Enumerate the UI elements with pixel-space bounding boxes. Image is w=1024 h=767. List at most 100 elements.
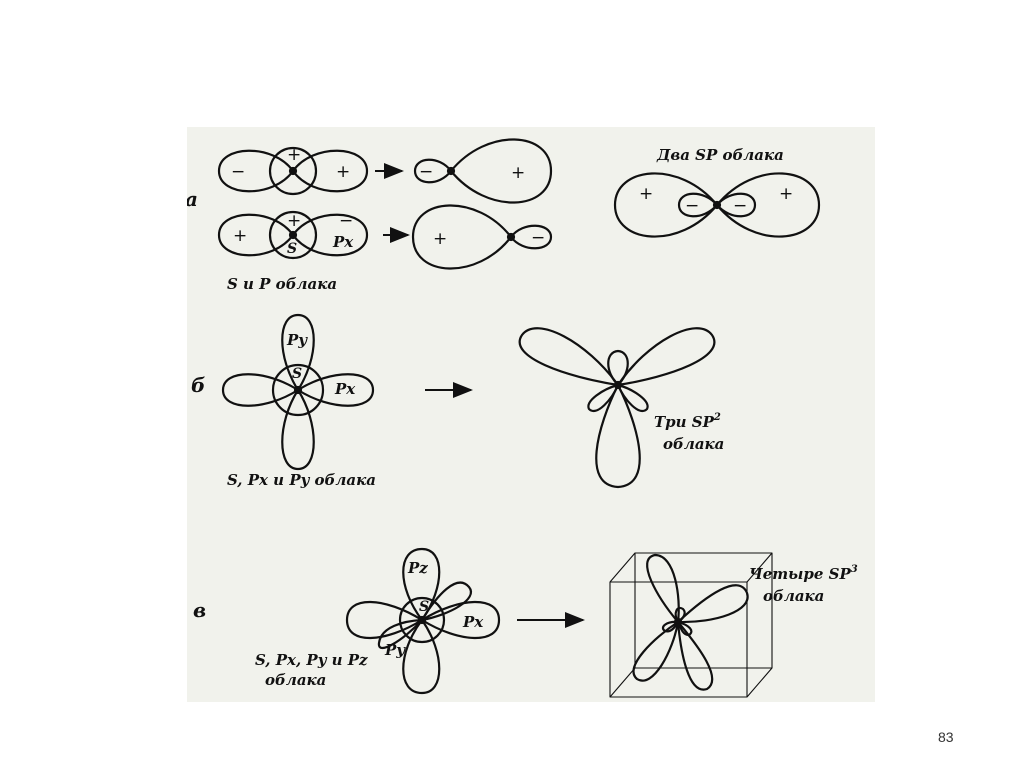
sp-small-lobe xyxy=(413,158,453,184)
sp3-small-lobe xyxy=(674,606,686,624)
px-label: Px xyxy=(332,233,354,251)
pz-label: Pz xyxy=(407,559,428,577)
py-lobe-down xyxy=(281,388,315,471)
sign: − xyxy=(733,196,747,216)
two-sp-orbitals xyxy=(613,172,821,238)
py-label: Py xyxy=(286,331,308,349)
sp3-lobe-right xyxy=(676,584,749,624)
py-lobe-up xyxy=(281,313,315,392)
nucleus-dot xyxy=(446,166,456,176)
cube-edge xyxy=(746,552,773,583)
row-b-letter: б xyxy=(191,373,205,397)
sp-big-lobe-left xyxy=(613,172,719,238)
four-sp3-orbitals xyxy=(632,553,749,691)
s-px-py-orbitals xyxy=(221,313,375,471)
px-lobe-right xyxy=(296,373,375,407)
row-v-result-line1: Четыре SP3 xyxy=(749,564,858,583)
px-lobe-left xyxy=(345,600,424,640)
p-lobe-right xyxy=(291,213,369,257)
s-px-py-pz-orbitals xyxy=(345,547,501,695)
nucleus-dot xyxy=(712,200,722,210)
sign: + xyxy=(433,229,447,249)
s-sphere xyxy=(268,210,318,260)
row-a-result-title: Два SP облака xyxy=(656,146,784,164)
row-v-caption-line1: S, Px, Py и Pz xyxy=(255,651,368,669)
sp-big-lobe xyxy=(449,138,553,204)
p-lobe-left xyxy=(217,213,295,257)
row-a: а − + + − + xyxy=(187,138,821,293)
cube-edge xyxy=(609,667,636,698)
nucleus-dot xyxy=(288,166,298,176)
pz-lobe-up xyxy=(402,547,441,622)
sp-hybrid-bottom xyxy=(411,204,553,270)
sp-big-lobe-right xyxy=(715,172,821,238)
row-a-letter: а xyxy=(187,187,198,211)
s-label: S xyxy=(419,599,429,615)
sp-small-lobe-right xyxy=(715,192,757,218)
sp-small-lobe-left xyxy=(677,192,719,218)
row-b-caption: S, Px и Py облака xyxy=(227,471,376,489)
sp-hybrid-top xyxy=(413,138,553,204)
sp2-small-lobe-right xyxy=(616,383,649,412)
s-sphere xyxy=(268,146,318,196)
sp2-lobe-down xyxy=(595,383,641,489)
s-p-orbital-top xyxy=(217,146,369,196)
s-p-orbital-bottom xyxy=(217,210,369,260)
three-sp2-orbitals xyxy=(518,327,716,489)
nucleus-dot xyxy=(293,385,303,395)
sign: − xyxy=(685,196,699,216)
nucleus-dot xyxy=(673,617,683,627)
pz-lobe-down xyxy=(402,618,441,695)
sp2-lobe-left xyxy=(518,327,620,387)
py-lobe-back xyxy=(420,581,472,622)
px-lobe-left xyxy=(221,373,300,407)
row-a-caption: S и P облака xyxy=(227,275,337,293)
row-b: б Py S Px S, Px и Py облака xyxy=(191,313,724,489)
nucleus-dot xyxy=(506,232,516,242)
s-sphere xyxy=(271,363,325,417)
sp-big-lobe xyxy=(411,204,513,270)
sign: + xyxy=(779,184,793,204)
sp2-lobe-right xyxy=(616,327,716,387)
sign: − xyxy=(231,162,245,182)
nucleus-dot xyxy=(613,380,623,390)
page-number: 83 xyxy=(938,729,954,745)
sign: + xyxy=(336,162,350,182)
sign: + xyxy=(287,145,301,165)
py-label: Py xyxy=(384,641,406,659)
sp3-small-lobe xyxy=(661,620,680,633)
sp3-lobe-down xyxy=(676,620,714,691)
s-sphere xyxy=(398,596,446,644)
cube-frame xyxy=(609,552,773,698)
row-b-result-line1: Три SP2 xyxy=(654,412,721,431)
sign: − xyxy=(531,228,545,248)
s-label: S xyxy=(287,241,297,257)
sign: − xyxy=(419,162,433,182)
sign: + xyxy=(233,226,247,246)
cube-front-face xyxy=(609,581,748,698)
orbital-diagram: а − + + − + xyxy=(187,138,858,698)
px-label: Px xyxy=(462,613,484,631)
sp2-small-lobe-left xyxy=(587,383,620,412)
row-v-caption-line2: облака xyxy=(265,671,326,689)
sp3-lobe-left xyxy=(632,620,680,682)
nucleus-dot xyxy=(417,615,427,625)
sign: + xyxy=(511,163,525,183)
row-v-result-line2: облака xyxy=(763,587,824,605)
nucleus-dot xyxy=(288,230,298,240)
px-lobe-right xyxy=(420,600,501,640)
s-label: S xyxy=(292,366,302,382)
row-v: в Pz S Px Py S, Px, Py и Pz облака xyxy=(193,547,858,698)
sp2-small-lobe-up xyxy=(607,349,629,387)
row-b-result-line2: облака xyxy=(663,435,724,453)
p-lobe-left xyxy=(217,149,295,193)
sp3-small-lobe xyxy=(676,620,693,637)
p-lobe-right xyxy=(291,149,369,193)
sp-small-lobe xyxy=(509,224,553,250)
sp3-lobe-up xyxy=(646,553,680,624)
sign: − xyxy=(339,211,353,231)
hybridization-figure: а − + + − + xyxy=(187,127,875,702)
row-v-letter: в xyxy=(193,598,206,622)
sign: + xyxy=(287,211,301,231)
